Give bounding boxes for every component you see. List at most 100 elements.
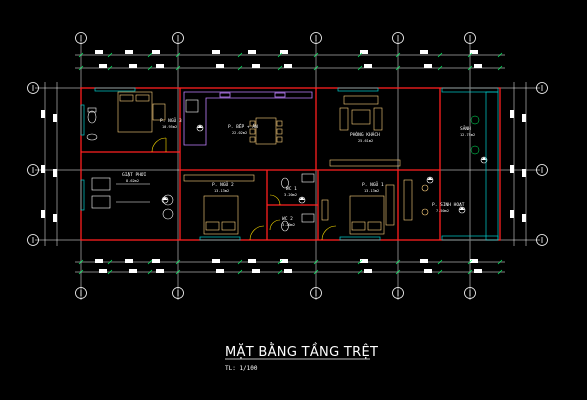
- section-marker-fill: [427, 177, 433, 180]
- drawing-title: MẶT BẰNG TẦNG TRỆT: [225, 343, 378, 360]
- dimension-text: [248, 50, 256, 54]
- room-label: P. SINH HOẠT: [432, 202, 465, 208]
- axis-bubble-icon: [27, 164, 39, 176]
- dimension-tick: [395, 52, 401, 58]
- dimension-text: [152, 50, 160, 54]
- section-marker-icon: [161, 196, 169, 204]
- porch-plants: [470, 115, 480, 155]
- dimension-tick: [175, 52, 181, 58]
- dimension-text: [216, 269, 224, 273]
- dimension-tick: [237, 269, 243, 275]
- dimension-tick: [467, 52, 473, 58]
- dimension-tick: [175, 259, 181, 265]
- bed-3-door-icon: [151, 137, 167, 153]
- room-area: 10.95m2: [162, 125, 177, 129]
- dimension-text: [510, 210, 514, 218]
- dimension-text: [360, 259, 368, 263]
- dimension-tick: [277, 65, 283, 71]
- dimension-tick: [357, 269, 363, 275]
- dimension-tick: [497, 65, 503, 71]
- room-label: P. NGỦ 1: [362, 180, 384, 188]
- room-area: 25.61m2: [358, 139, 373, 143]
- dimension-text: [53, 169, 57, 177]
- dimension-text: [95, 259, 103, 263]
- section-marker-icon: [196, 124, 204, 132]
- room-label: PHÒNG KHÁCH: [350, 131, 380, 138]
- dimension-tick: [313, 259, 319, 265]
- wc-top-left-toilet-icon: [86, 107, 98, 141]
- dimension-tick: [277, 269, 283, 275]
- dimension-text: [248, 259, 256, 263]
- dimension-text: [522, 214, 526, 222]
- dimension-text: [216, 64, 224, 68]
- axis-bubble-icon: [536, 164, 548, 176]
- dimension-tick: [395, 65, 401, 71]
- dimension-tick: [437, 269, 443, 275]
- bed-2-door-icon: [249, 225, 265, 241]
- section-marker-icon: [426, 176, 434, 184]
- dimension-tick: [175, 269, 181, 275]
- axis-bubble-ring: [392, 287, 404, 299]
- dimension-tick: [437, 52, 443, 58]
- axis-bubble-ring: [536, 164, 548, 176]
- dimension-text: [522, 169, 526, 177]
- dimension-text: [284, 64, 292, 68]
- dimension-text: [95, 50, 103, 54]
- axis-bubble-ring: [172, 32, 184, 44]
- dimension-text: [53, 214, 57, 222]
- room-label: P. NGỦ 2: [212, 180, 234, 188]
- dimension-tick: [107, 52, 113, 58]
- dimension-tick: [437, 259, 443, 265]
- dimension-tick: [107, 65, 113, 71]
- section-marker-icon: [480, 156, 488, 164]
- dimension-tick: [437, 65, 443, 71]
- axis-bubble-icon: [27, 234, 39, 246]
- axis-bubble-icon: [27, 82, 39, 94]
- dimension-text: [156, 269, 164, 273]
- dimension-text: [53, 114, 57, 122]
- room-label: SẢNH: [460, 124, 471, 132]
- axis-bubble-ring: [536, 234, 548, 246]
- axis-bubble-icon: [310, 32, 322, 44]
- dimension-text: [252, 269, 260, 273]
- dimension-tick: [78, 259, 84, 265]
- dimension-text: [212, 259, 220, 263]
- dimension-text: [99, 269, 107, 273]
- room-label: GIẶT PHƠI: [122, 171, 147, 178]
- dimension-tick: [357, 65, 363, 71]
- room-area: 12.75m2: [460, 133, 475, 137]
- dimension-tick: [237, 259, 243, 265]
- dimension-text: [125, 259, 133, 263]
- dimension-tick: [357, 52, 363, 58]
- dimension-text: [474, 64, 482, 68]
- dimension-text: [212, 50, 220, 54]
- wc-door-icon: [269, 194, 281, 231]
- room-area: 3.20m2: [282, 223, 295, 227]
- dimension-text: [129, 269, 137, 273]
- room-area: 13.13m2: [214, 189, 229, 193]
- room-area: 8.62m2: [126, 179, 139, 183]
- dimension-tick: [357, 259, 363, 265]
- section-marker-icon: [458, 206, 466, 214]
- drawing-scale: TL: 1/100: [225, 365, 258, 372]
- dimension-text: [41, 165, 45, 173]
- dimension-tick: [313, 52, 319, 58]
- dimension-tick: [467, 259, 473, 265]
- axis-bubble-ring: [27, 82, 39, 94]
- dimension-tick: [107, 269, 113, 275]
- dimension-text: [424, 64, 432, 68]
- dimension-text: [284, 269, 292, 273]
- axis-bubble-icon: [536, 234, 548, 246]
- section-markers: [161, 124, 488, 214]
- study-furniture: [403, 179, 429, 221]
- dimension-text: [364, 64, 372, 68]
- room-label: WC 2: [282, 216, 293, 222]
- axis-bubble-ring: [27, 164, 39, 176]
- sofa-icon: [329, 95, 401, 167]
- axis-bubble-ring: [172, 287, 184, 299]
- axis-bubble-ring: [464, 32, 476, 44]
- dimension-text: [41, 110, 45, 118]
- dimension-tick: [78, 269, 84, 275]
- axis-bubble-icon: [75, 32, 87, 44]
